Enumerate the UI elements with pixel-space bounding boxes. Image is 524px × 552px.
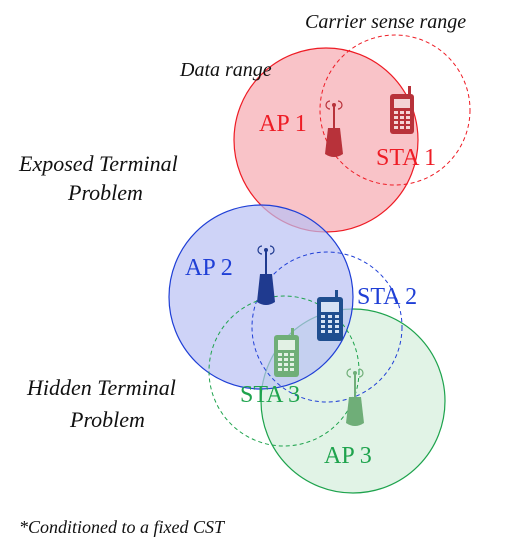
carrier-sense-range-label: Carrier sense range	[305, 11, 466, 33]
hidden-terminal-label: Hidden Terminal	[26, 375, 176, 400]
exposed-terminal-label: Exposed Terminal	[18, 151, 178, 176]
ap2-icon	[257, 245, 275, 305]
data-range-label: Data range	[179, 59, 272, 81]
exposed-problem-label: Problem	[67, 180, 143, 205]
footnote: *Conditioned to a fixed CST	[19, 517, 226, 537]
ap1-label: AP 1	[259, 111, 307, 137]
sta2-phone-icon	[317, 290, 343, 341]
sta2-label: STA 2	[357, 284, 417, 310]
sta3-label: STA 3	[240, 382, 300, 408]
sta2-carrier-sense-range	[251, 251, 403, 403]
sta3-carrier-sense-range	[208, 295, 360, 447]
ap3-label: AP 3	[324, 443, 372, 469]
sta1-phone-icon	[390, 86, 414, 134]
ap2-label: AP 2	[185, 255, 233, 281]
sta3-phone-icon	[274, 328, 299, 377]
ap3-icon	[346, 368, 364, 426]
sta1-label: STA 1	[376, 145, 436, 171]
hidden-problem-label: Problem	[69, 407, 145, 432]
ap1-icon	[325, 100, 343, 157]
sta1-carrier-sense-range	[319, 34, 471, 186]
